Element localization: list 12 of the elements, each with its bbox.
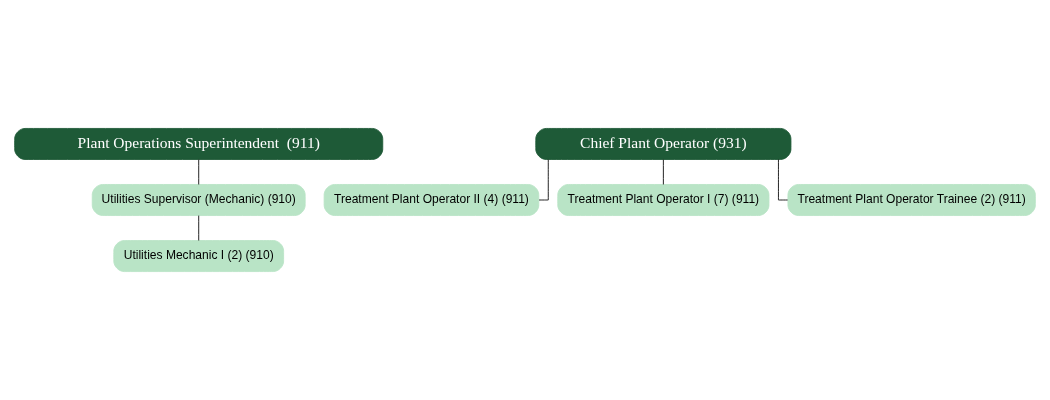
connector bbox=[198, 159, 200, 185]
node-box: Treatment Plant Operator II (4) (911) bbox=[323, 184, 540, 216]
node-box: Treatment Plant Operator I (7) (911) bbox=[557, 184, 770, 216]
node-box: Plant Operations Superintendent (911) bbox=[14, 128, 384, 160]
connector bbox=[778, 159, 789, 201]
connector bbox=[198, 215, 200, 241]
node-box: Treatment Plant Operator Trainee (2) (911) bbox=[787, 184, 1036, 216]
node-box: Utilities Mechanic I (2) (910) bbox=[113, 240, 285, 272]
node-box: Utilities Supervisor (Mechanic) (910) bbox=[91, 184, 306, 216]
connector bbox=[538, 159, 549, 201]
connector bbox=[662, 159, 664, 185]
node-box: Chief Plant Operator (931) bbox=[535, 128, 792, 160]
